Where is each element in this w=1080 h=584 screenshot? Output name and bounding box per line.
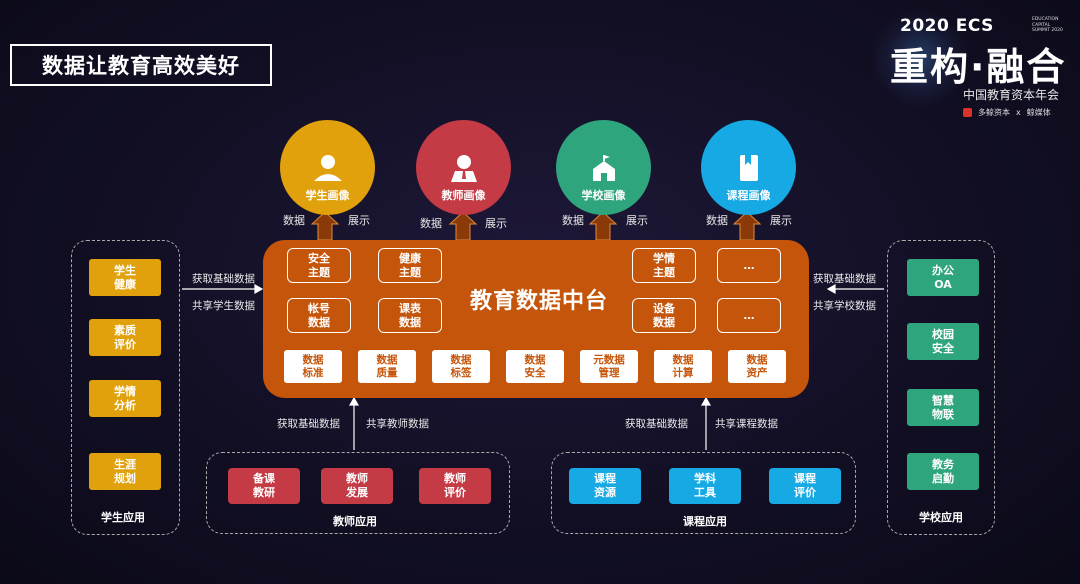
portrait-data-label: 数据 (706, 214, 728, 227)
tool-box: 数据标准 (284, 350, 342, 383)
theme-box: 学情主题 (632, 248, 696, 283)
theme-box: 健康主题 (378, 248, 442, 283)
arrow-up-teacher (448, 211, 478, 241)
student-app-panel (71, 240, 180, 535)
tool-box: 数据安全 (506, 350, 564, 383)
tool-box: 数据质量 (358, 350, 416, 383)
brand-slogan: 重构·融合 (890, 45, 1067, 89)
logo-icon (963, 108, 972, 117)
teacher-app-item[interactable]: 备课教研 (228, 468, 300, 504)
logo-separator: x (1016, 108, 1021, 117)
portrait-course: 课程画像 (701, 120, 796, 215)
tool-box: 数据资产 (728, 350, 786, 383)
logo2-text: 鲸媒体 (1026, 108, 1051, 117)
tool-box: 数据计算 (654, 350, 712, 383)
portrait-data-label: 数据 (420, 217, 442, 230)
flow-label: 获取基础数据 (813, 273, 876, 285)
student-app-item[interactable]: 生涯规划 (89, 453, 161, 490)
course-app-title: 课程应用 (683, 515, 727, 528)
school-icon (592, 155, 615, 181)
theme-box-more: … (717, 298, 781, 333)
tool-box: 元数据管理 (580, 350, 638, 383)
book-icon (739, 155, 758, 181)
student-app-item[interactable]: 素质评价 (89, 319, 161, 356)
logo1-text: 多鲸资本 (978, 108, 1010, 117)
teacher-app-item[interactable]: 教师发展 (321, 468, 393, 504)
portrait-show-label: 展示 (485, 217, 507, 230)
portrait-student: 学生画像 (280, 120, 375, 215)
portrait-show-label: 展示 (626, 214, 648, 227)
flow-label: 共享教师数据 (366, 418, 429, 430)
school-app-item[interactable]: 校园安全 (907, 323, 979, 360)
teacher-app-item[interactable]: 教师评价 (419, 468, 491, 504)
teacher-icon (450, 155, 477, 182)
flow-label: 共享学生数据 (192, 300, 255, 312)
portrait-teacher: 教师画像 (416, 120, 511, 215)
course-app-item[interactable]: 课程资源 (569, 468, 641, 504)
flow-label: 共享学校数据 (813, 300, 876, 312)
brand-logos: 多鲸资本 x 鲸媒体 (963, 107, 1051, 118)
school-app-item[interactable]: 教务启勤 (907, 453, 979, 490)
course-app-item[interactable]: 课程评价 (769, 468, 841, 504)
arrow-up-student (310, 211, 340, 241)
arrow-up-school (588, 211, 618, 241)
course-app-item[interactable]: 学科工具 (669, 468, 741, 504)
brand-halo (870, 8, 970, 108)
theme-box: 课表数据 (378, 298, 442, 333)
flow-label: 获取基础数据 (192, 273, 255, 285)
portrait-show-label: 展示 (770, 214, 792, 227)
brand-subtitle: 中国教育资本年会 (963, 88, 1060, 102)
teacher-app-title: 教师应用 (333, 515, 377, 528)
flow-label: 获取基础数据 (277, 418, 340, 430)
portrait-school: 学校画像 (556, 120, 651, 215)
school-app-item[interactable]: 智慧物联 (907, 389, 979, 426)
portrait-show-label: 展示 (348, 214, 370, 227)
theme-box: 帐号数据 (287, 298, 351, 333)
tool-box: 数据标签 (432, 350, 490, 383)
theme-box: 安全主题 (287, 248, 351, 283)
portrait-data-label: 数据 (562, 214, 584, 227)
theme-box: 设备数据 (632, 298, 696, 333)
school-app-panel (887, 240, 995, 535)
arrow-up-course (732, 211, 762, 241)
theme-box-more: … (717, 248, 781, 283)
flow-label: 共享课程数据 (715, 418, 778, 430)
student-app-item[interactable]: 学情分析 (89, 380, 161, 417)
course-app-panel (551, 452, 856, 534)
teacher-app-panel (206, 452, 510, 534)
core-title: 教育数据中台 (470, 289, 609, 314)
flow-label: 获取基础数据 (625, 418, 688, 430)
school-app-title: 学校应用 (919, 511, 963, 524)
student-app-title: 学生应用 (101, 511, 145, 524)
page-title: 数据让教育高效美好 (10, 44, 272, 86)
brand-year: 2020 ECS (900, 16, 994, 36)
student-app-item[interactable]: 学生健康 (89, 259, 161, 296)
student-icon (313, 155, 342, 181)
portrait-data-label: 数据 (283, 214, 305, 227)
